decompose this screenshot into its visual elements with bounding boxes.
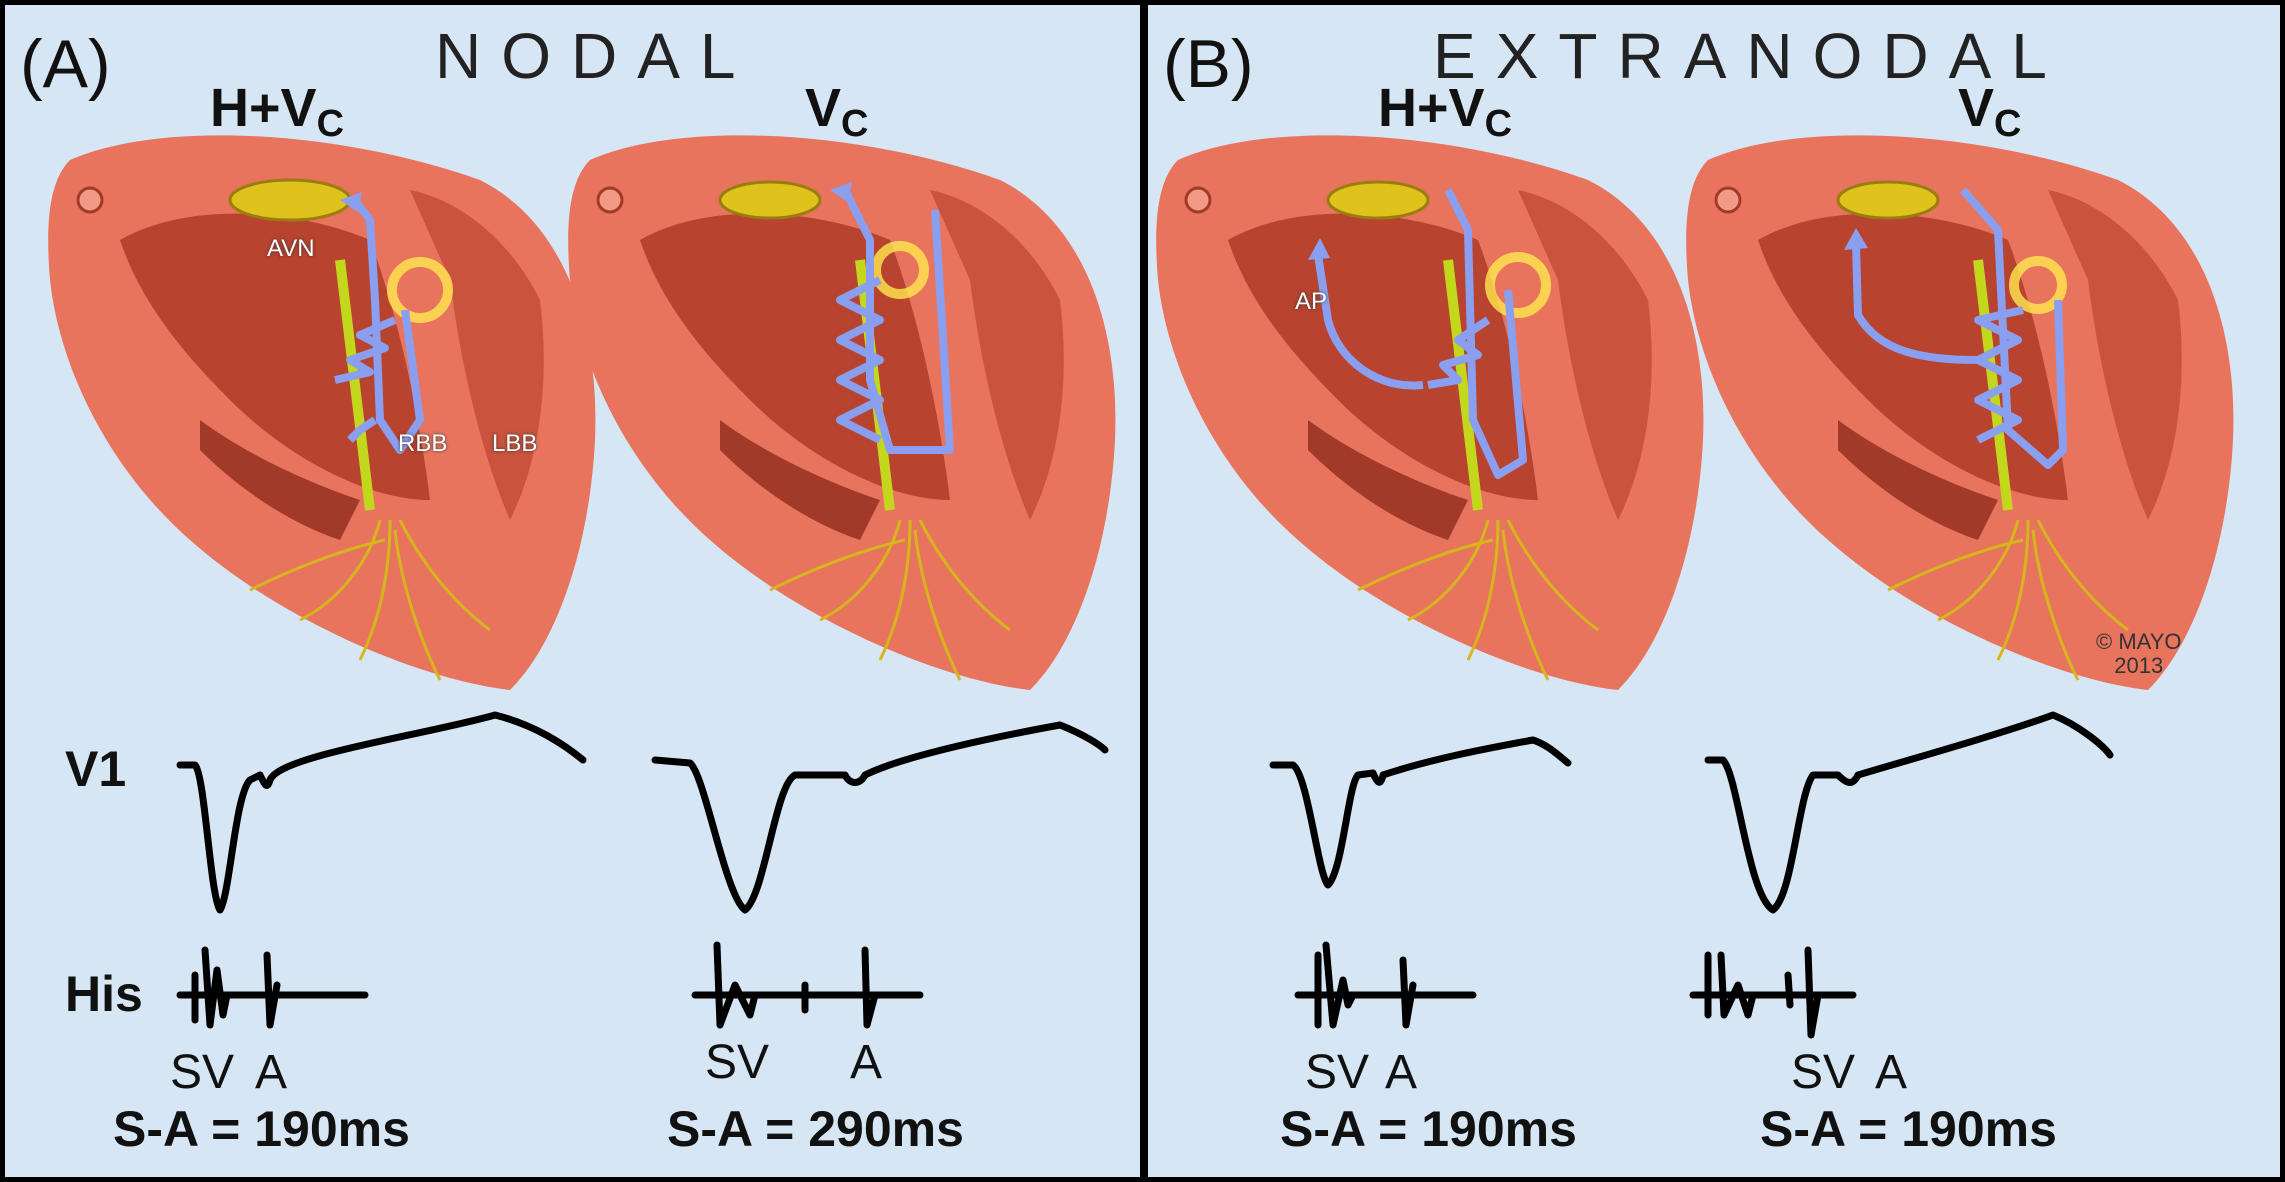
av-node	[720, 182, 820, 218]
his-trace	[1298, 945, 1473, 1025]
heart-illustration	[1678, 120, 2238, 700]
heart-illustration	[40, 120, 600, 700]
v1-trace	[1273, 740, 1568, 885]
label-sv: SV	[1791, 1045, 1855, 1100]
v1-trace	[1708, 715, 2110, 910]
panel-extranodal: (B) EXTRANODAL H+VC VC AP © MAYO 2013	[1148, 5, 2280, 1177]
copyright-mark: © MAYO 2013	[2096, 630, 2181, 678]
lead-label-his: His	[65, 965, 143, 1023]
heart-illustration	[560, 120, 1120, 700]
panel-label: (A)	[20, 25, 111, 103]
label-sv: SV	[1305, 1045, 1369, 1100]
label-a: A	[1385, 1045, 1417, 1100]
label-lbb: LBB	[492, 430, 537, 458]
label-sv: SV	[705, 1035, 769, 1090]
his-trace	[695, 945, 920, 1025]
his-trace	[180, 950, 365, 1025]
label-a: A	[255, 1045, 287, 1100]
his-trace	[1693, 950, 1853, 1035]
panel-nodal: (A) NODAL H+VC VC AVN RBB LBB V	[5, 5, 1140, 1177]
panel-label: (B)	[1163, 25, 1254, 103]
sa-interval: S-A = 190ms	[113, 1100, 410, 1158]
label-ap: AP	[1295, 288, 1327, 316]
v1-trace	[655, 725, 1105, 910]
label-rbb: RBB	[398, 430, 447, 458]
av-node	[1328, 182, 1428, 218]
av-node	[1838, 182, 1938, 218]
label-a: A	[1875, 1045, 1907, 1100]
panel-title: NODAL	[435, 19, 756, 93]
av-node	[230, 180, 350, 220]
label-a: A	[850, 1035, 882, 1090]
label-avn: AVN	[267, 235, 315, 263]
label-sv: SV	[170, 1045, 234, 1100]
heart-illustration	[1148, 120, 1708, 700]
sa-interval: S-A = 190ms	[1280, 1100, 1577, 1158]
v1-trace	[180, 715, 583, 910]
sa-interval: S-A = 190ms	[1760, 1100, 2057, 1158]
lead-label-v1: V1	[65, 740, 126, 798]
sa-interval: S-A = 290ms	[667, 1100, 964, 1158]
